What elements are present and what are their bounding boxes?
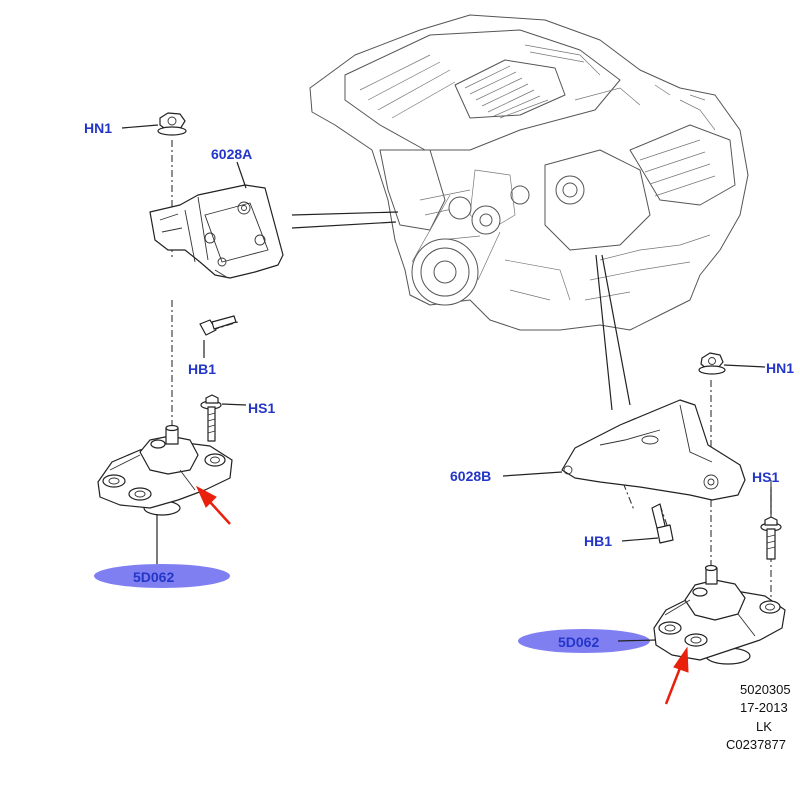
label-5d062-left: 5D062 <box>133 569 174 585</box>
label-hs1-left: HS1 <box>248 400 275 416</box>
label-6028b: 6028B <box>450 468 491 484</box>
engine-to-6028a-leader <box>291 211 399 229</box>
hn1-right-leader <box>723 364 766 368</box>
hn1-left-leader <box>121 124 159 129</box>
mount-right-highlight <box>518 629 650 653</box>
right-flange-nut-icon <box>698 352 726 375</box>
right-stud-bolt-icon <box>760 516 782 560</box>
reference-line-2: 17-2013 <box>740 700 788 715</box>
right-engine-mount-icon <box>653 564 786 665</box>
left-flange-nut-icon <box>157 112 187 136</box>
left-hex-bolt-icon <box>199 315 237 336</box>
left-red-arrow-icon <box>195 485 231 525</box>
reference-line-1: 5020305 <box>740 682 791 697</box>
bracket-6028b-icon <box>561 399 746 501</box>
label-hb1-left: HB1 <box>188 361 216 377</box>
mount-left-highlight <box>94 564 230 588</box>
hb1-right-leader <box>621 537 659 542</box>
hs1-left-leader <box>221 403 247 406</box>
right-hex-bolt-icon <box>651 503 674 544</box>
bracket-6028a-icon <box>149 184 284 279</box>
label-hn1-left: HN1 <box>84 120 112 136</box>
label-hn1-right: HN1 <box>766 360 794 376</box>
label-hb1-right: HB1 <box>584 533 612 549</box>
6028a-leader <box>236 161 247 189</box>
label-6028a: 6028A <box>211 146 252 162</box>
5d062-right-leader <box>617 639 657 642</box>
reference-line-4: C0237877 <box>726 737 786 752</box>
6028b-leader <box>502 471 563 477</box>
right-red-arrow-icon <box>664 646 689 705</box>
engine-to-6028b-leader <box>595 254 631 411</box>
reference-line-3: LK <box>756 719 772 734</box>
left-stud-bolt-icon <box>200 394 222 442</box>
engine-illustration <box>309 14 749 331</box>
label-hs1-right: HS1 <box>752 469 779 485</box>
label-5d062-right: 5D062 <box>558 634 599 650</box>
